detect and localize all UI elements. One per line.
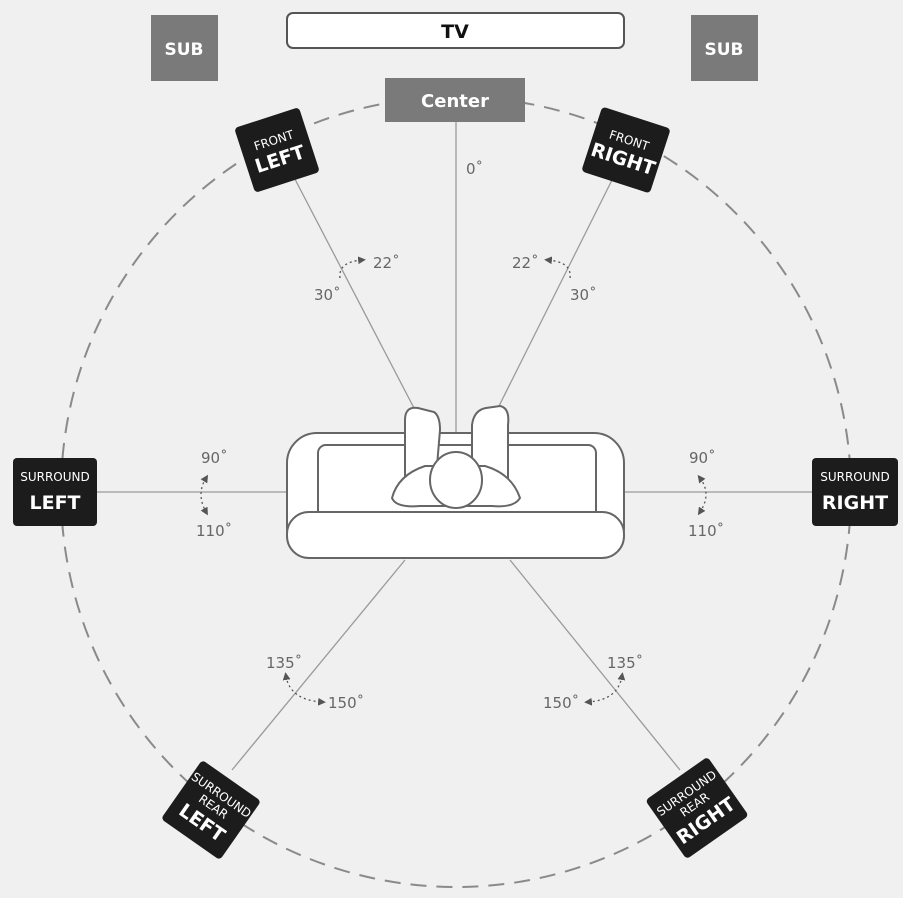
surround-left-line2: LEFT — [29, 492, 80, 514]
angle-rear-left-a: 135˚ — [266, 654, 302, 672]
angle-front-left-a: 22˚ — [373, 254, 400, 272]
sub-left-label: SUB — [164, 40, 203, 60]
surround-left-speaker: SURROUND LEFT — [13, 458, 97, 526]
angle-side-left-b: 110˚ — [196, 522, 232, 540]
guide-lines — [95, 120, 812, 771]
sub-right-label: SUB — [704, 40, 743, 60]
front-right-speaker: FRONT RIGHT — [582, 107, 670, 193]
surround-left-line1: SURROUND — [20, 470, 90, 484]
angle-front-left-b: 30˚ — [314, 286, 341, 304]
angle-rear-right-a: 135˚ — [607, 654, 643, 672]
angle-arcs — [200, 256, 707, 706]
tv-label: TV — [441, 21, 469, 43]
angle-front-right-b: 30˚ — [570, 286, 597, 304]
angle-front-right-a: 22˚ — [512, 254, 539, 272]
front-left-speaker: FRONT LEFT — [235, 108, 319, 192]
surround-right-speaker: SURROUND RIGHT — [812, 458, 898, 526]
angle-labels: 0˚ 22˚ 30˚ 22˚ 30˚ 90˚ 110˚ 90˚ 110˚ 135… — [196, 160, 724, 712]
sub-right: SUB — [691, 15, 758, 81]
angle-center: 0˚ — [466, 160, 483, 178]
angle-rear-right-b: 150˚ — [543, 694, 579, 712]
center-label: Center — [421, 91, 489, 112]
person-icon — [390, 404, 522, 509]
angle-side-right-a: 90˚ — [689, 449, 716, 467]
angle-side-left-a: 90˚ — [201, 449, 228, 467]
rear-left-speaker: SURROUND REAR LEFT — [162, 761, 260, 859]
angle-rear-left-b: 150˚ — [328, 694, 364, 712]
surround-right-line1: SURROUND — [820, 470, 890, 484]
angle-side-right-b: 110˚ — [688, 522, 724, 540]
center-speaker: Center — [385, 78, 525, 122]
tv: TV — [286, 12, 625, 49]
sub-left: SUB — [151, 15, 218, 81]
surround-right-line2: RIGHT — [822, 492, 888, 514]
